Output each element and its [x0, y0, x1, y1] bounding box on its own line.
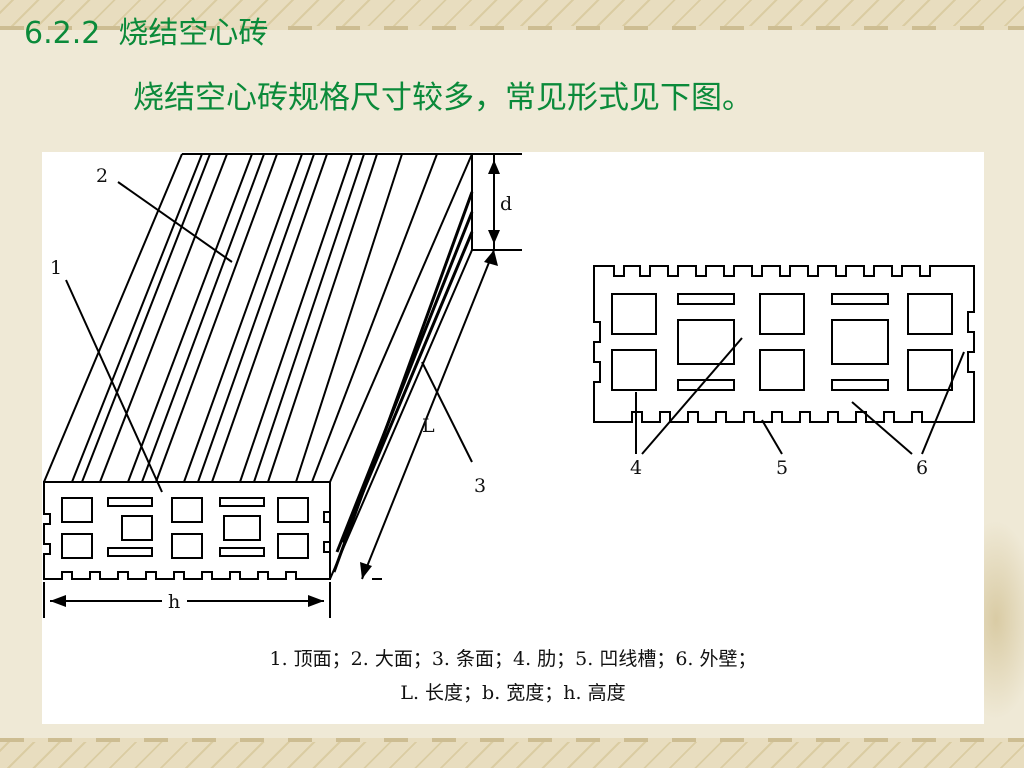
label-4: 4	[630, 457, 642, 479]
label-5: 5	[776, 457, 788, 479]
section-title: 烧结空心砖	[118, 16, 269, 51]
figure-caption-line2: L. 长度；b. 宽度；h. 高度	[400, 682, 626, 704]
label-2: 2	[96, 165, 108, 187]
section-number: 6.2.2	[24, 16, 101, 51]
label-dim-L: L	[422, 415, 435, 437]
label-3: 3	[474, 475, 486, 497]
label-1: 1	[50, 257, 62, 279]
brick-diagram: 2 1 3 d L h 4 5 6	[43, 153, 975, 618]
brick-front-face	[43, 481, 331, 580]
decorative-border-top	[0, 0, 1024, 30]
section-heading: 6.2.2 烧结空心砖	[24, 14, 268, 54]
label-dim-d: d	[500, 193, 512, 215]
figure-caption-line1: 1. 顶面；2. 大面；3. 条面；4. 肋；5. 凹线槽；6. 外壁；	[269, 648, 757, 670]
decorative-border-bottom	[0, 738, 1024, 768]
label-dim-h: h	[168, 591, 180, 613]
brick-cross-section	[593, 265, 975, 423]
hollow-brick-figure: 2 1 3 d L h 4 5 6 1. 顶面；2. 大面；3. 条面；4. 肋…	[42, 152, 984, 724]
subtitle-text: 烧结空心砖规格尺寸较多，常见形式见下图。	[133, 80, 753, 116]
label-6: 6	[916, 457, 928, 479]
